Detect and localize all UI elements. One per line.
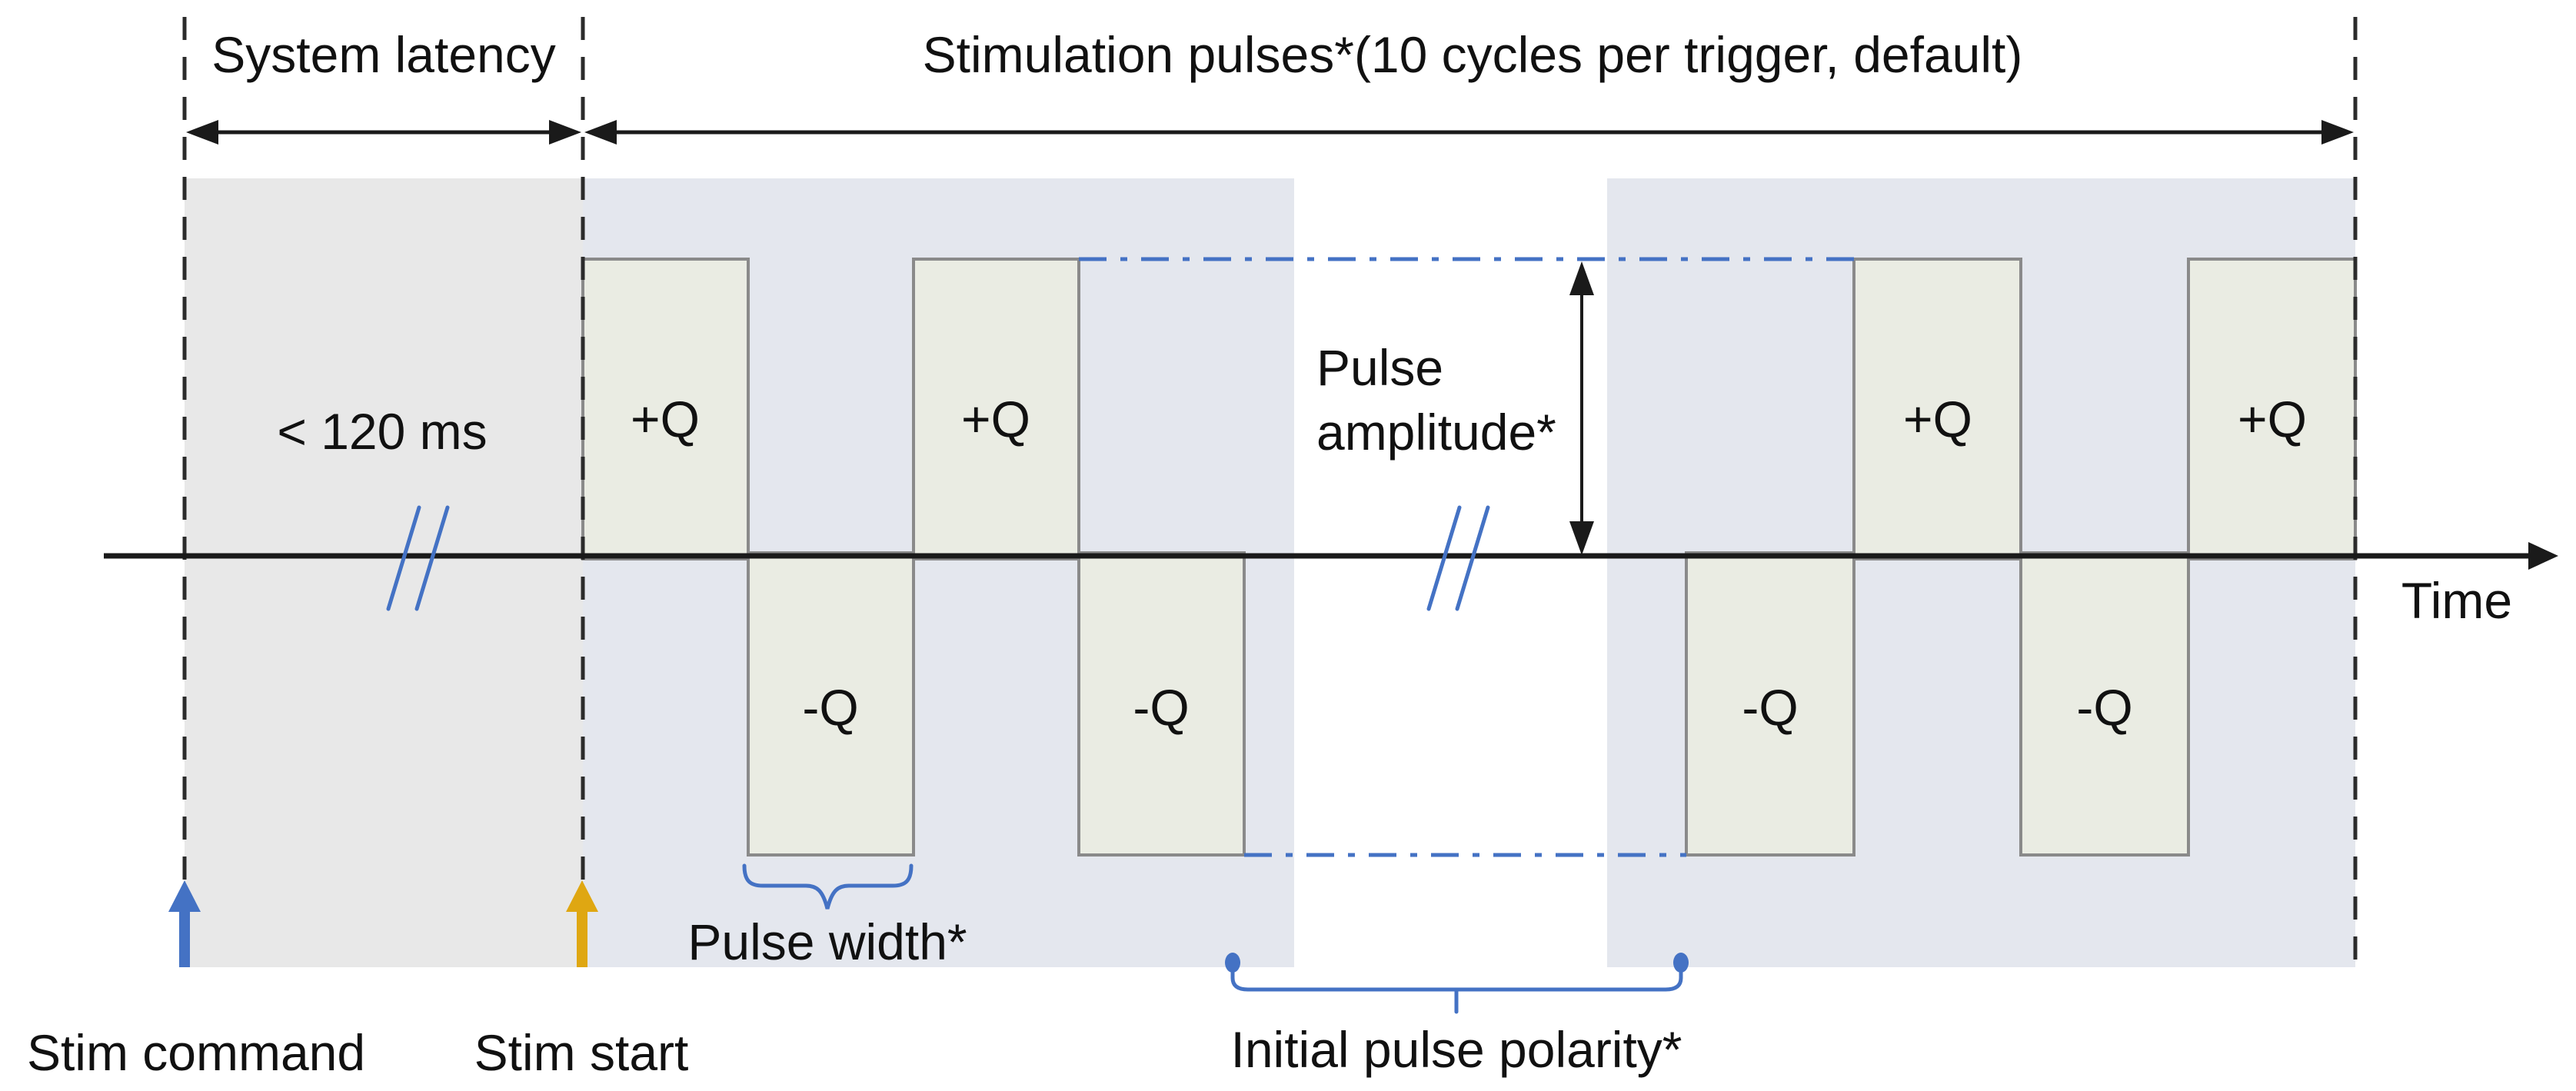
- pulse-rect-neg-1: [747, 551, 915, 857]
- axis-break-left: [386, 505, 450, 611]
- system-latency-region: [185, 178, 583, 967]
- pulse-width-label: Pulse width*: [687, 913, 967, 970]
- latency-value-label: < 120 ms: [277, 403, 488, 460]
- system-latency-span-arrow: [186, 120, 581, 145]
- pulse-rect-pos-2: [912, 258, 1080, 560]
- polarity-dot-left: [1225, 953, 1240, 973]
- stimulation-pulses-label: Stimulation pulses*(10 cycles per trigge…: [922, 26, 2023, 83]
- pulse-label: +Q: [2238, 391, 2307, 447]
- pulse-rect-pos-1: [581, 258, 750, 560]
- pulse-amplitude-arrow: [1569, 261, 1594, 555]
- pulse-rect-neg-3: [1685, 551, 1855, 857]
- initial-pulse-polarity-label: Initial pulse polarity*: [1230, 1021, 1682, 1078]
- stim-command-label: Stim command: [26, 1024, 366, 1081]
- pulse-label: -Q: [802, 679, 859, 736]
- pulse-label: +Q: [961, 391, 1030, 447]
- pulse-label: +Q: [631, 391, 700, 447]
- time-axis-label: Time: [2401, 572, 2513, 629]
- pulse-label: -Q: [1133, 679, 1190, 736]
- pulse-rect-pos-4: [2187, 258, 2357, 560]
- pulse-rect-neg-2: [1077, 551, 1246, 857]
- stimulation-pulses-span-arrow: [584, 120, 2354, 145]
- polarity-dot-right: [1673, 953, 1689, 973]
- axis-break-right: [1426, 505, 1490, 611]
- pulse-amplitude-line1: Pulse: [1316, 339, 1444, 396]
- pulse-rect-pos-3: [1852, 258, 2022, 560]
- stim-start-arrow: [566, 880, 598, 967]
- pulse-label: +Q: [1903, 391, 1972, 447]
- pulse-width-brace: [742, 863, 914, 910]
- pulse-amplitude-label: Pulse amplitude*: [1316, 335, 1556, 464]
- stim-command-arrow: [168, 880, 201, 967]
- pulse-rect-neg-4: [2019, 551, 2190, 857]
- pulse-amplitude-line2: amplitude*: [1316, 404, 1556, 461]
- pulse-label: -Q: [2076, 679, 2133, 736]
- pulse-label: -Q: [1742, 679, 1799, 736]
- initial-pulse-polarity-bracket: [1225, 953, 1689, 1014]
- stim-start-label: Stim start: [474, 1024, 689, 1081]
- time-axis: [104, 542, 2558, 570]
- system-latency-label: System latency: [211, 26, 556, 83]
